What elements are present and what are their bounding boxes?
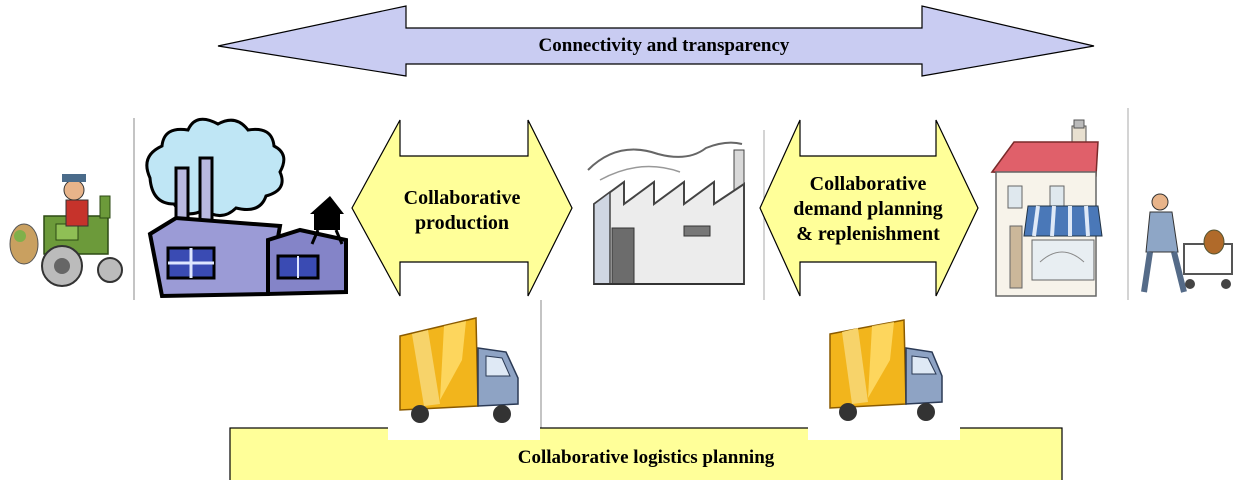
industrial-plant-icon [587,141,745,285]
delivery-truck-icon [388,300,540,440]
factory-clipart-icon [145,117,348,299]
shopper-cart-icon [1141,193,1233,293]
collaborative-demand-label: Collaborative demand planning & replenis… [768,172,968,247]
production-line-1: Collaborative [403,187,521,209]
production-line-2: production [414,212,510,234]
retail-store-icon [990,119,1103,297]
farmer-tractor-icon [9,174,123,287]
demand-line-2: demand planning [793,198,943,220]
collaborative-demand-planning-arrow [759,119,979,297]
collaborative-production-arrow [351,119,573,297]
collaborative-production-label: Collaborative production [372,186,552,236]
connectivity-label: Connectivity and transparency [538,35,790,56]
demand-line-3: & replenishment [796,223,940,245]
delivery-truck-icon [808,300,960,440]
logistics-planning-label: Collaborative logistics planning [517,447,775,468]
connectivity-arrow [217,5,1095,77]
demand-line-1: Collaborative [809,173,927,195]
